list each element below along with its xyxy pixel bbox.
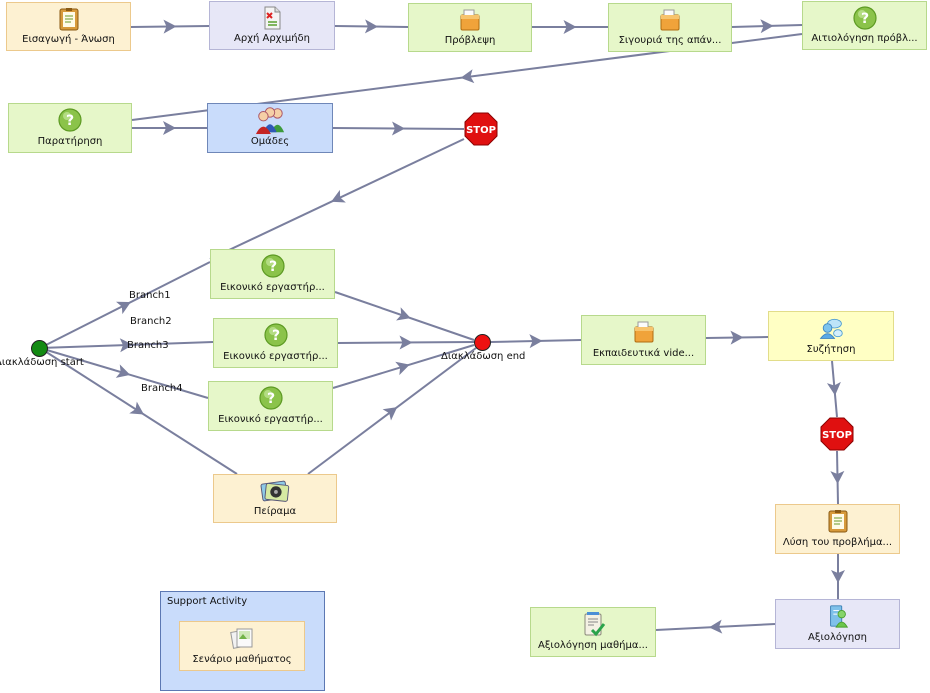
group-icon — [254, 105, 286, 135]
question-icon — [263, 322, 289, 348]
branching-end-node[interactable] — [474, 334, 491, 351]
transition-arrowhead — [760, 19, 774, 34]
activity-answer-certainty[interactable]: Σιγουριά της απάν... — [608, 3, 732, 52]
activity-problem-solution-label: Λύση του προβλήμα... — [782, 537, 893, 548]
activity-experiment[interactable]: Πείραμα — [213, 474, 337, 523]
scenario-icon — [229, 625, 255, 651]
branch-label-4: Branch4 — [141, 383, 183, 394]
activity-experiment-label: Πείραμα — [253, 506, 297, 517]
transition-arrowhead — [830, 470, 845, 484]
transition-arrowhead — [709, 619, 723, 634]
checklist-icon — [580, 611, 606, 637]
activity-answer-certainty-label: Σιγουριά της απάν... — [618, 35, 722, 46]
activity-evaluation[interactable]: Αξιολόγηση — [775, 599, 900, 649]
activity-archimedes-principle[interactable]: Αρχή Αρχιμήδη — [209, 1, 335, 50]
box-icon — [657, 7, 683, 33]
transition-arrowhead — [395, 361, 410, 376]
activity-introduction[interactable]: Εισαγωγή - Άνωση — [6, 2, 131, 51]
activity-prediction-label: Πρόβλεψη — [444, 35, 496, 46]
branch-label-1: Branch1 — [129, 290, 171, 301]
activity-virtual-lab-2[interactable]: Εικονικό εργαστήρ... — [213, 318, 338, 368]
transition-arrowhead — [831, 570, 845, 583]
transition-arrowhead — [396, 307, 411, 321]
document-icon — [259, 5, 285, 31]
branching-end-label: Διακλάδωση end — [441, 351, 526, 362]
branching-start-label: Διακλάδωση start — [0, 357, 84, 368]
activity-virtual-lab-2-label: Εικονικό εργαστήρ... — [223, 351, 328, 362]
activity-lesson-evaluation[interactable]: Αξιολόγηση μαθήμα... — [530, 607, 656, 657]
question-icon — [258, 385, 284, 411]
activity-prediction[interactable]: Πρόβλεψη — [408, 3, 532, 52]
transition-arrowhead — [529, 334, 543, 349]
activity-evaluation-label: Αξιολόγηση — [808, 632, 867, 643]
transition-arrowhead — [563, 20, 577, 34]
activity-problem-solution[interactable]: Λύση του προβλήμα... — [775, 504, 900, 554]
transition-arrowhead — [119, 338, 133, 353]
transition-arrowhead — [391, 121, 405, 136]
activity-virtual-lab-1[interactable]: Εικονικό εργαστήρ... — [210, 249, 335, 299]
activity-educational-videos-label: Εκπαιδευτικά vide... — [592, 348, 695, 359]
activity-virtual-lab-3-label: Εικονικό εργαστήρ... — [218, 414, 323, 425]
branch-label-2: Branch2 — [130, 316, 172, 327]
chat-icon — [818, 315, 844, 341]
stop-gate-2-label: STOP — [822, 430, 852, 441]
activity-discussion[interactable]: Συζήτηση — [768, 311, 894, 361]
transition-arrowhead — [116, 301, 131, 315]
media-icon — [259, 476, 291, 506]
activity-groups[interactable]: Ομάδες — [207, 103, 333, 153]
transition-arrowhead — [460, 69, 475, 84]
transition-arrowhead — [163, 19, 177, 34]
question-icon — [260, 253, 286, 279]
stop-gate-1[interactable]: STOP — [464, 112, 498, 146]
transition-arrowhead — [826, 381, 841, 396]
activity-archimedes-principle-label: Αρχή Αρχιμήδη — [234, 33, 310, 44]
activity-virtual-lab-1-label: Εικονικό εργαστήρ... — [220, 282, 325, 293]
activity-educational-videos[interactable]: Εκπαιδευτικά vide... — [581, 315, 706, 365]
activity-virtual-lab-3[interactable]: Εικονικό εργαστήρ... — [208, 381, 333, 431]
activity-observation-label: Παρατήρηση — [37, 136, 103, 147]
person-list-icon — [825, 603, 851, 629]
stop-gate-2[interactable]: STOP — [820, 417, 854, 451]
activity-lesson-scenario[interactable]: Σενάριο μαθήματος — [179, 621, 305, 671]
question-icon — [852, 5, 878, 31]
transition-arrowhead — [364, 19, 378, 34]
notepad-icon — [825, 508, 851, 534]
transition-arrowhead — [129, 401, 144, 415]
activity-observation[interactable]: Παρατήρηση — [8, 103, 132, 153]
activity-lesson-evaluation-label: Αξιολόγηση μαθήμα... — [538, 640, 648, 651]
branch-label-3: Branch3 — [127, 340, 169, 351]
activity-groups-label: Ομάδες — [250, 136, 290, 147]
transition-arrowhead — [399, 335, 413, 350]
branching-start-node[interactable] — [31, 340, 48, 357]
activity-discussion-label: Συζήτηση — [806, 344, 856, 355]
activity-prediction-justification[interactable]: Αιτιολόγηση πρόβλ... — [802, 1, 927, 50]
support-activity-panel: Support Activity Σενάριο μαθήματος — [160, 591, 325, 691]
stop-gate-1-label: STOP — [466, 125, 496, 136]
transition-arrowhead — [163, 121, 176, 135]
transition-arrowhead — [331, 189, 346, 203]
box-icon — [457, 7, 483, 33]
activity-lesson-scenario-label: Σενάριο μαθήματος — [192, 654, 292, 665]
box-icon — [631, 319, 657, 345]
transition-arrowhead — [730, 330, 744, 345]
transition-arrowhead — [115, 364, 131, 378]
transition-arrowhead — [382, 407, 398, 421]
notepad-icon — [56, 6, 82, 32]
question-icon — [57, 107, 83, 133]
activity-introduction-label: Εισαγωγή - Άνωση — [22, 34, 115, 45]
support-activity-title: Support Activity — [167, 596, 248, 607]
activity-prediction-justification-label: Αιτιολόγηση πρόβλ... — [811, 33, 918, 44]
